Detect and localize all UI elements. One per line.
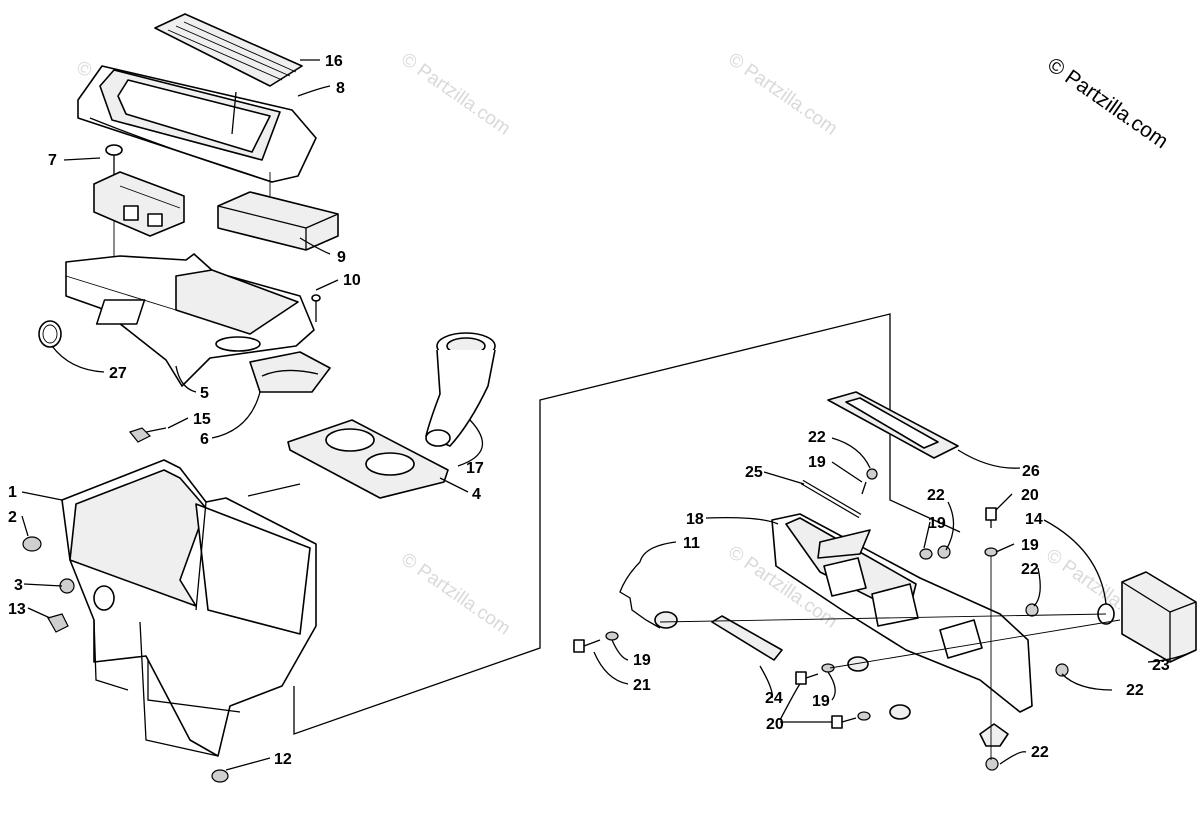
callout-7: 7 [48,152,57,169]
part-10-screw [311,294,321,322]
part-19-washer [605,631,619,641]
part-flap-plate [847,656,869,672]
part-19-washer [984,547,998,557]
part-21-bolt [573,639,601,653]
part-9-filter [217,172,339,251]
callout-26: 26 [1022,463,1040,480]
watermark: © Partzilla.com [397,549,514,640]
part-5-tray [65,253,315,387]
callout-17: 17 [466,460,484,477]
part-flap-plate [889,704,911,720]
callout-22: 22 [927,487,945,504]
callout-25: 25 [745,464,763,481]
callout-22: 22 [808,429,826,446]
callout-1: 1 [8,484,17,501]
callout-23: 23 [1152,657,1170,674]
part-19-washer [861,481,867,495]
callout-4: 4 [472,486,481,503]
part-4-plate [287,419,449,499]
part-13-clip [47,613,69,633]
part-22-nut [1025,603,1039,617]
part-16-screen [154,13,303,87]
part-20-bolt [985,507,997,528]
part-18-duct [771,513,1033,713]
callout-20: 20 [1021,487,1039,504]
part-26-gasket [827,391,959,459]
callout-9: 9 [337,249,346,266]
alignment-line [829,619,1121,669]
callout-10: 10 [343,272,361,289]
assembly-connection-line [247,483,301,497]
part-mount [979,723,1009,747]
part-3-grommet [59,578,75,594]
callout-14: 14 [1025,511,1043,528]
callout-5: 5 [200,385,209,402]
part-22-nut [937,545,951,559]
callout-16: 16 [325,53,343,70]
callout-19: 19 [633,652,651,669]
part-control-module [93,171,185,237]
callout-19: 19 [928,515,946,532]
callout-19: 19 [808,454,826,471]
callout-24: 24 [765,690,783,707]
part-20-bolt [831,715,857,729]
alignment-line [659,613,1107,623]
callout-3: 3 [14,577,23,594]
callout-2: 2 [8,509,17,526]
watermark: © Partzilla.com [724,49,841,140]
part-1-airbox [61,459,317,757]
callout-21: 21 [633,677,651,694]
callout-12: 12 [274,751,292,768]
part-27-clamp [38,320,62,348]
part-6-gasket [249,351,331,393]
callout-22: 22 [1126,682,1144,699]
callout-19: 19 [812,693,830,710]
callout-22: 22 [1031,744,1049,761]
callout-labels: 16 8 7 9 10 27 5 15 6 17 4 1 2 3 13 12 2… [8,53,1170,768]
callout-22: 22 [1021,561,1039,578]
part-19-washer [857,711,871,721]
watermark: © Partzilla.com [397,49,514,140]
callout-6: 6 [200,431,209,448]
part-22-nut [985,757,999,771]
part-24-flap [711,615,783,661]
callout-11: 11 [683,535,700,552]
part-11-spring-clip [619,561,678,629]
callout-27: 27 [109,365,127,382]
callout-19: 19 [1021,537,1039,554]
part-20-bolt [795,671,819,685]
callout-leaders [21,59,1197,771]
part-23-filter [1121,571,1197,663]
callout-18: 18 [686,511,704,528]
callout-13: 13 [8,601,26,618]
callout-8: 8 [336,80,345,97]
callout-15: 15 [193,411,211,428]
part-22-nut [866,468,878,480]
part-12-plug [211,769,229,783]
part-15-bolt [128,427,167,443]
callout-20: 20 [766,716,784,733]
part-17-elbow [425,332,496,447]
copyright-label: © Partzilla.com [1043,53,1172,153]
assembly-connection-line [293,313,961,735]
part-8-airbox-lid [77,65,317,183]
part-25-rod [800,479,862,519]
part-2-grommet [22,536,42,552]
part-19-washer [919,548,933,560]
part-22-nut [1055,663,1069,677]
